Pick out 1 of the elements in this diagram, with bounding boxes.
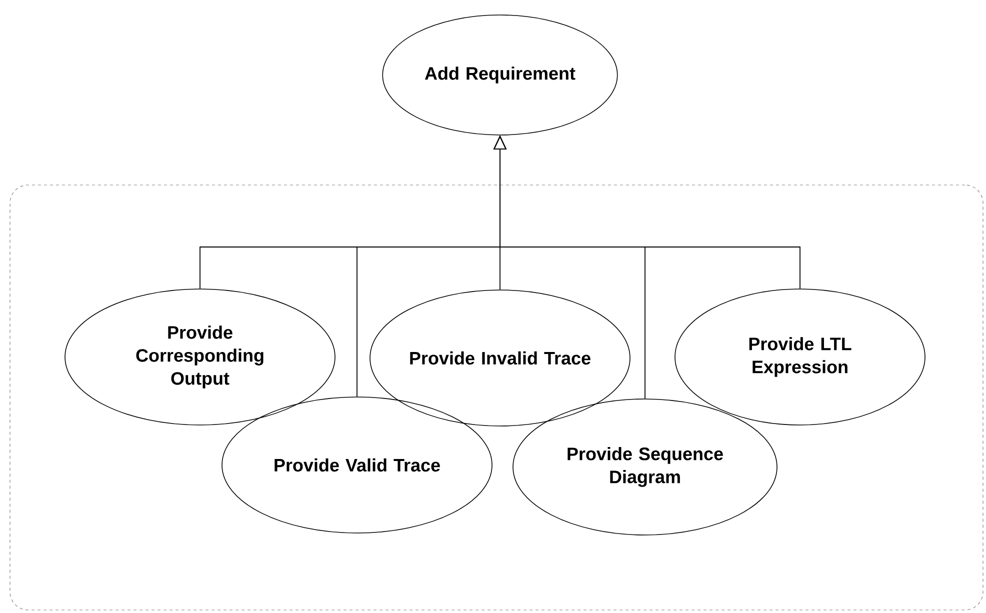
system-boundary (10, 184, 984, 610)
